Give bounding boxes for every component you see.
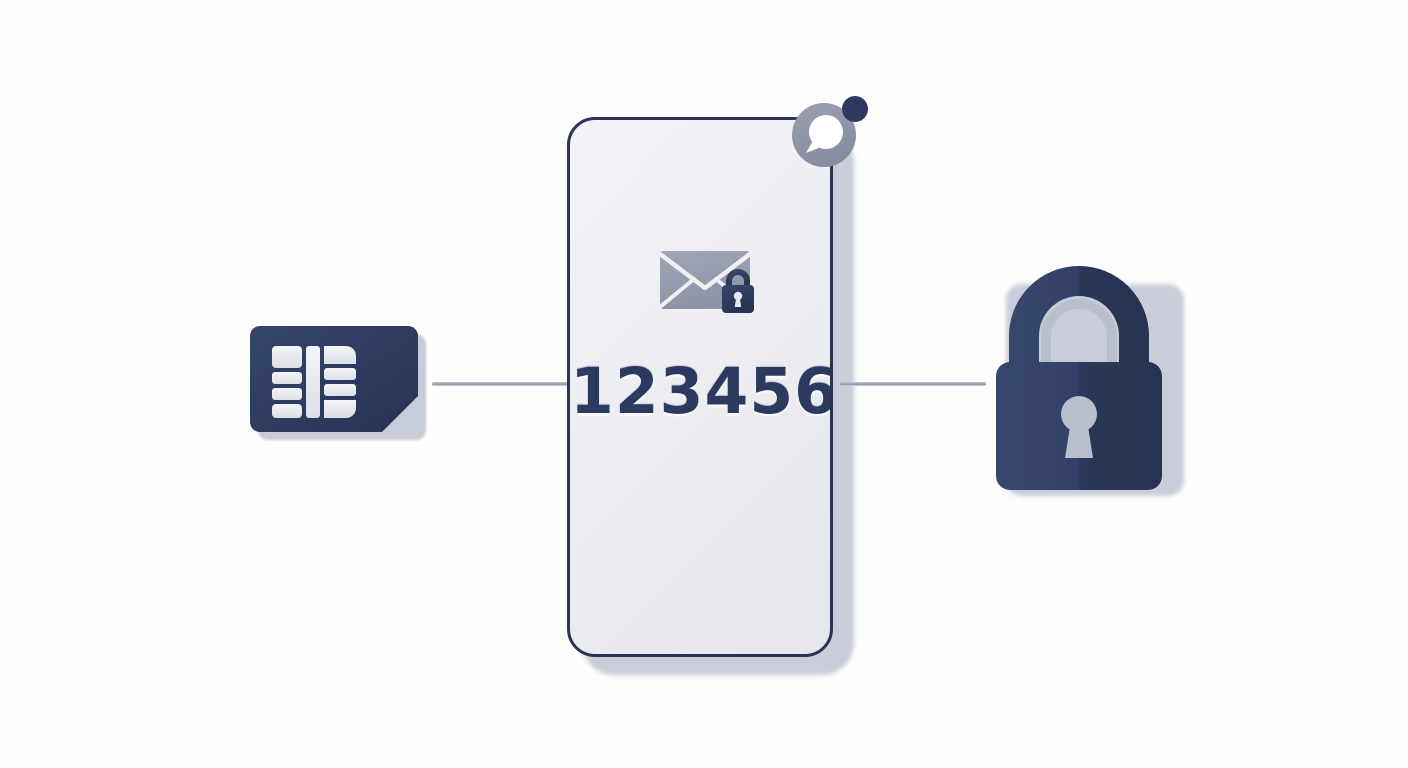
sim-card [246,322,434,446]
phone-body: 123456 [567,117,833,657]
padlock-icon [988,262,1198,502]
connector-line-phone-to-lock [840,382,986,386]
sim-card-body [250,326,418,432]
phone-screen: 123456 [570,120,830,654]
smartphone: 123456 [560,96,868,680]
otp-code-text: 123456 [570,355,830,428]
padlock-body [988,262,1188,497]
new-message-badge-icon [782,85,874,177]
secure-message-envelope-icon [658,238,778,328]
connector-line-sim-to-phone [432,382,572,386]
